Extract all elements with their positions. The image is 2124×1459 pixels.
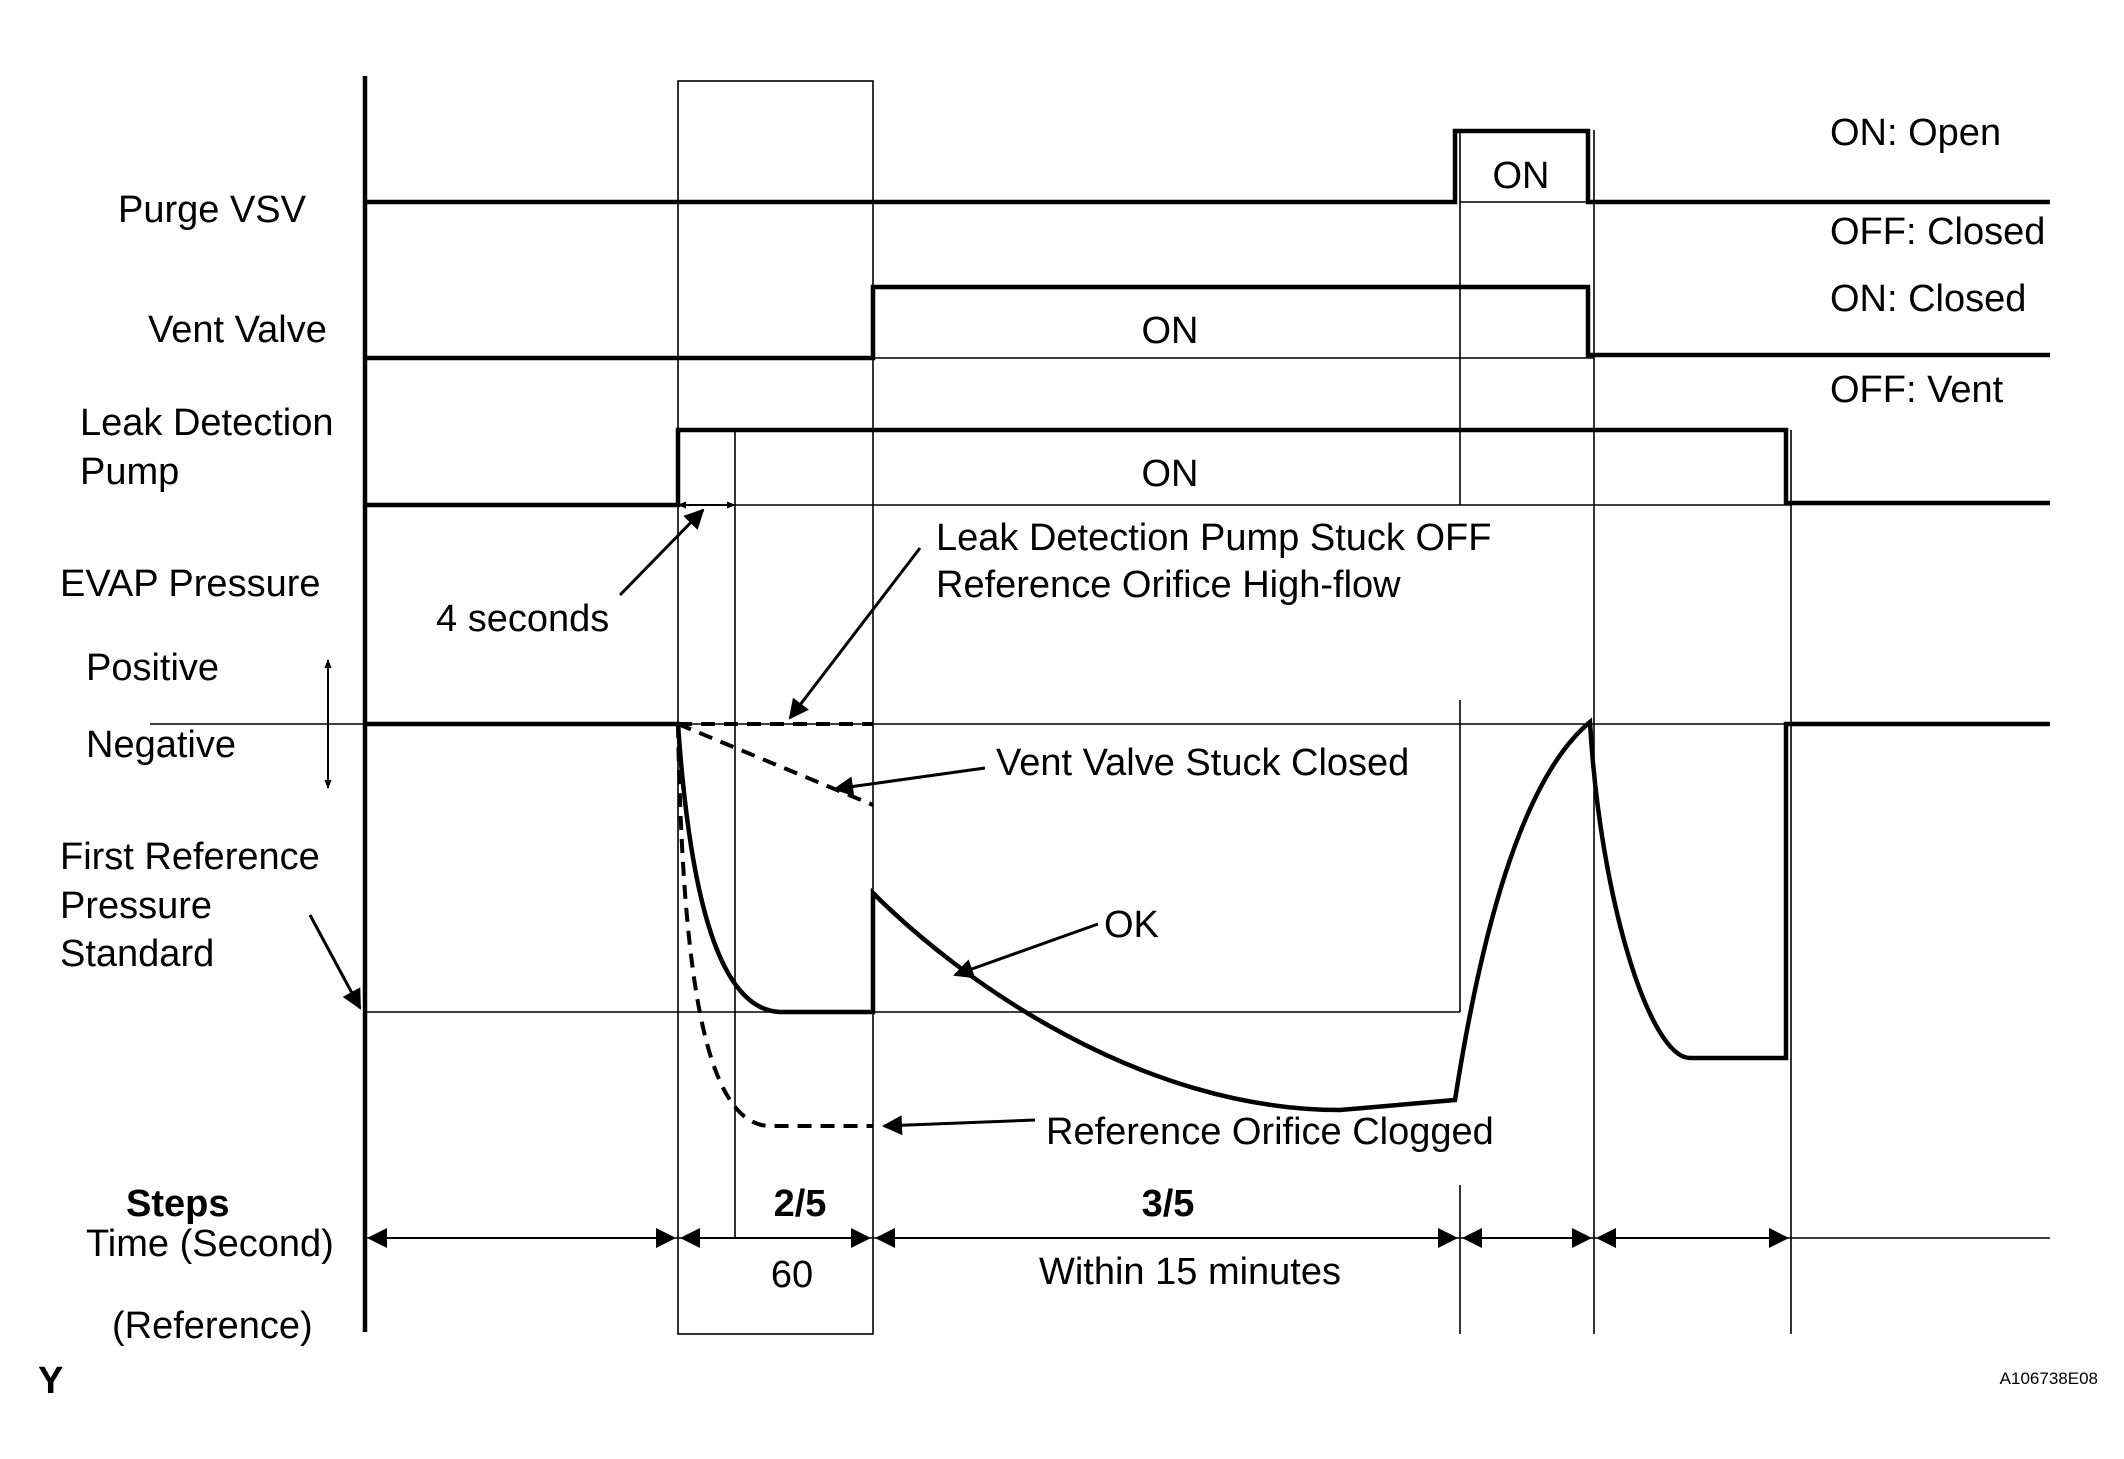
leak-pump-label-1: Leak Detection — [80, 402, 334, 444]
ok-label: OK — [1104, 904, 1159, 946]
evap-ok-waveform — [365, 717, 2050, 1113]
pump-on-label: ON — [1142, 453, 1199, 495]
first-reference-label-2: Pressure — [60, 885, 212, 927]
orifice-clogged-waveform — [676, 723, 873, 1128]
state-labels: ON ON ON ON: Open OFF: Closed ON: Closed… — [1142, 112, 2046, 495]
leak-pump-waveform — [365, 427, 2050, 508]
vent-on-desc: ON: Closed — [1830, 278, 2026, 320]
pump-stuck-arrow — [788, 547, 922, 720]
vent-valve-waveform — [365, 284, 2050, 361]
four-seconds-label: 4 seconds — [436, 598, 609, 640]
steps-label: Steps — [126, 1183, 229, 1225]
waveforms — [365, 128, 2050, 1128]
figure-id: A106738E08 — [2000, 1369, 2098, 1388]
purge-on-label: ON — [1493, 155, 1550, 197]
negative-label: Negative — [86, 724, 236, 766]
step-labels: 2/5 3/5 60 Within 15 minutes — [771, 1183, 1341, 1296]
pump-stuck-label-1: Leak Detection Pump Stuck OFF — [936, 517, 1491, 559]
time-15min-label: Within 15 minutes — [1039, 1251, 1341, 1293]
vent-valve-label: Vent Valve — [148, 309, 327, 351]
vent-on-label: ON — [1142, 310, 1199, 352]
signal-labels: Purge VSV Vent Valve Leak Detection Pump… — [60, 189, 334, 1347]
reference-label: (Reference) — [112, 1305, 313, 1347]
time-second-label: Time (Second) — [86, 1223, 334, 1265]
purge-off-desc: OFF: Closed — [1830, 211, 2045, 253]
vent-stuck-waveform — [677, 722, 874, 807]
four-seconds-arrow — [618, 508, 705, 597]
evap-pressure-label: EVAP Pressure — [60, 563, 321, 605]
pump-stuck-label-2: Reference Orifice High-flow — [936, 564, 1401, 606]
corner-letter: Y — [38, 1360, 63, 1402]
ok-arrow — [953, 922, 1099, 979]
step-3-label: 3/5 — [1142, 1183, 1195, 1225]
first-reference-label-3: Standard — [60, 933, 214, 975]
orifice-clogged-arrow — [882, 1115, 1036, 1136]
vent-stuck-arrow — [833, 766, 986, 797]
step-2-box — [677, 80, 874, 1335]
vent-off-desc: OFF: Vent — [1830, 369, 2004, 411]
time-60-label: 60 — [771, 1254, 813, 1296]
leak-pump-label-2: Pump — [80, 451, 179, 493]
first-reference-label-1: First Reference — [60, 836, 320, 878]
annotation-labels: 4 seconds Leak Detection Pump Stuck OFF … — [436, 517, 1494, 1153]
first-reference-arrow — [308, 914, 362, 1010]
orifice-clogged-label: Reference Orifice Clogged — [1046, 1111, 1494, 1153]
purge-vsv-label: Purge VSV — [118, 189, 307, 231]
vent-stuck-label: Vent Valve Stuck Closed — [996, 742, 1409, 784]
purge-vsv-waveform — [365, 128, 2050, 205]
positive-label: Positive — [86, 647, 219, 689]
purge-on-desc: ON: Open — [1830, 112, 2001, 154]
step-2-label: 2/5 — [774, 1183, 827, 1225]
annotation-arrows — [308, 501, 1099, 1136]
